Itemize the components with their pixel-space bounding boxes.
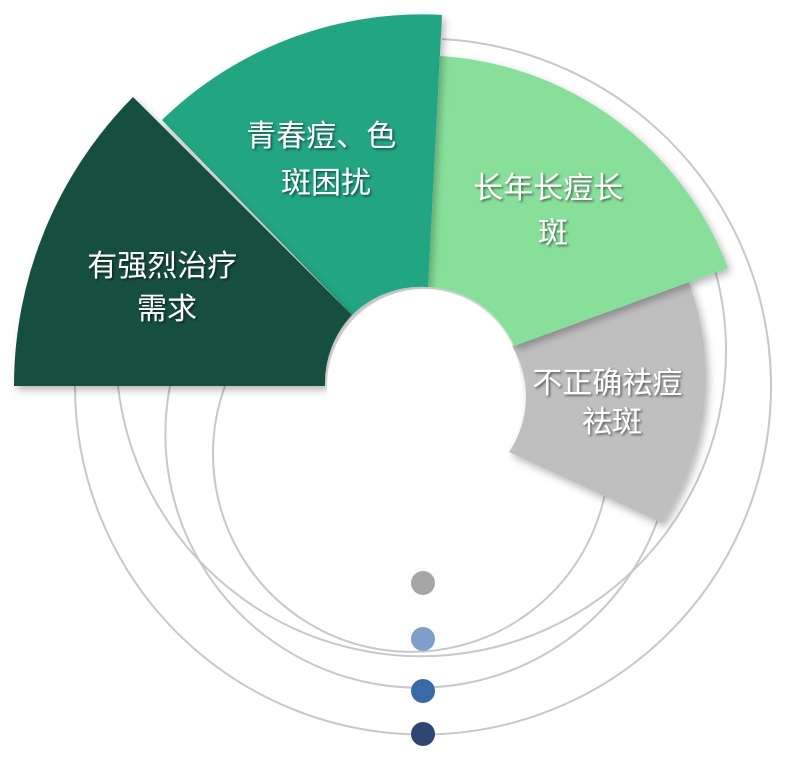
label-long-term-acne: 长年长痘长 斑	[473, 171, 633, 251]
label-incorrect-treatment: 不正确祛痘 祛斑	[532, 366, 692, 440]
ring-dots	[411, 571, 435, 746]
label-strong-demand: 有强烈治疗 需求	[87, 249, 247, 327]
ring-dot-2	[411, 627, 435, 651]
ring-dot-4	[411, 722, 435, 746]
segment-strong-demand	[14, 97, 352, 386]
label-acne-spots: 青春痘、色 斑困扰	[246, 119, 406, 201]
center-circle	[327, 289, 521, 483]
ring-dot-1	[411, 571, 435, 595]
ring-1	[212, 385, 611, 653]
segment-labels: 有强烈治疗 需求 青春痘、色 斑困扰 长年长痘长 斑 不正确祛痘 祛斑	[87, 119, 692, 440]
rings	[74, 38, 772, 736]
ring-2	[164, 385, 669, 689]
ring-3	[117, 269, 727, 658]
segment-acne-spots	[162, 14, 442, 315]
segments	[14, 14, 728, 523]
ring-dot-3	[411, 679, 435, 703]
segment-long-term-acne	[428, 56, 728, 346]
ring-4	[74, 38, 772, 736]
segment-incorrect-treatment	[509, 278, 706, 523]
